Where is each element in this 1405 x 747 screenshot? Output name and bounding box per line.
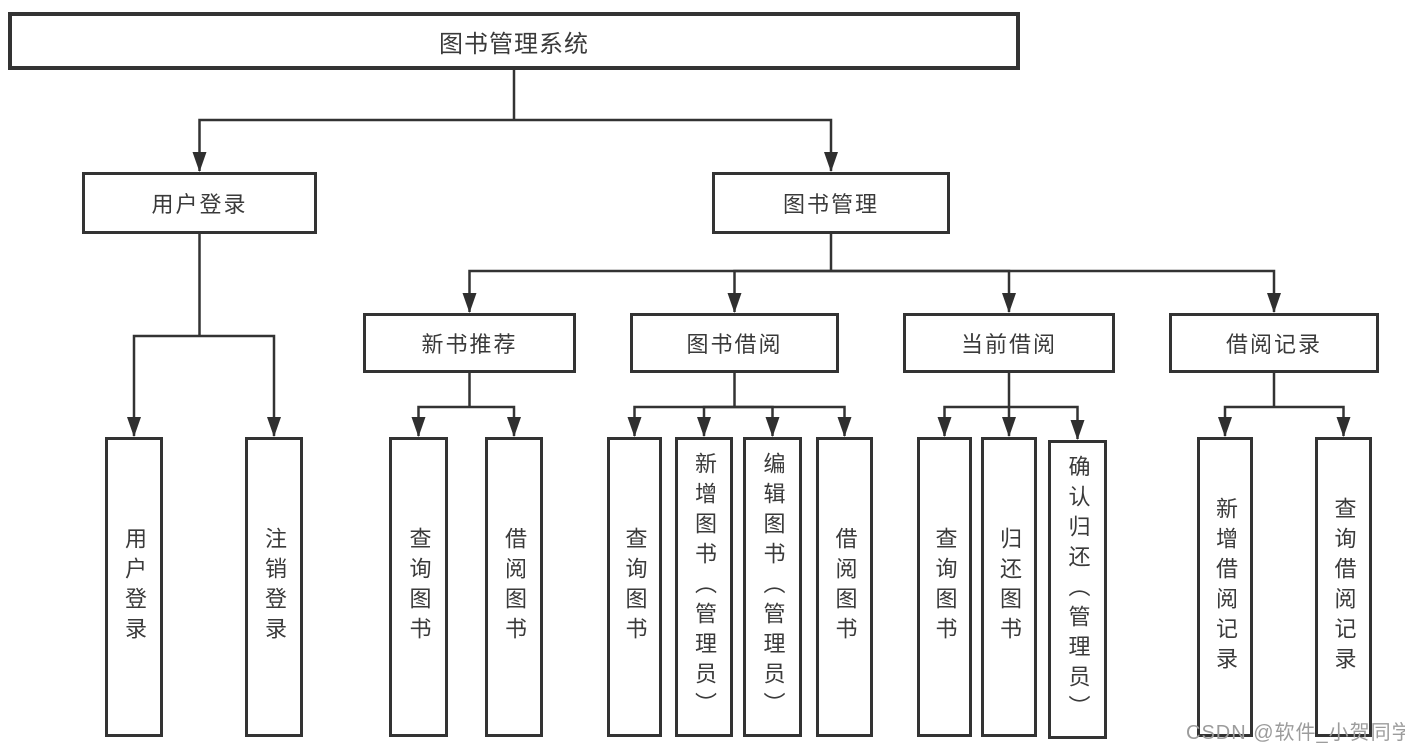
connector-to-bb-borrow xyxy=(734,405,852,437)
leaf-label: 查询图书 xyxy=(406,527,432,647)
connector-to-nb-borrow xyxy=(469,405,521,437)
leaf-currentborrow-return-books: 归还图书 xyxy=(981,437,1037,737)
connector-root-to-book-mgmt xyxy=(514,118,838,172)
leaf-label: 新增图书（管理员） xyxy=(692,452,717,722)
leaf-label: 用户登录 xyxy=(122,527,147,647)
leaf-user-login: 用户登录 xyxy=(105,437,163,737)
connector-to-bb-edit xyxy=(734,405,780,437)
leaf-newbook-borrow-books: 借阅图书 xyxy=(485,437,543,737)
leaf-label: 查询借阅记录 xyxy=(1331,497,1357,677)
leaf-label: 归还图书 xyxy=(997,527,1022,647)
leaf-bookborrow-add-books-admin: 新增图书（管理员） xyxy=(675,437,733,737)
leaf-records-query-borrow-record: 查询借阅记录 xyxy=(1315,437,1372,737)
connector-to-br-query xyxy=(1274,405,1351,437)
leaf-currentborrow-confirm-return-admin: 确认归还（管理员） xyxy=(1048,440,1107,739)
connector-root-to-user-login xyxy=(192,118,514,172)
node-current-borrow: 当前借阅 xyxy=(903,313,1115,373)
connector-to-new-book xyxy=(462,269,831,313)
node-label: 新书推荐 xyxy=(421,332,518,357)
leaf-bookborrow-query-books: 查询图书 xyxy=(607,437,662,737)
node-label: 图书借阅 xyxy=(686,332,783,357)
leaf-records-add-borrow-record: 新增借阅记录 xyxy=(1197,437,1253,737)
leaf-label: 借阅图书 xyxy=(832,527,858,647)
leaf-label: 确认归还（管理员） xyxy=(1065,454,1091,725)
node-root-library-system: 图书管理系统 xyxy=(8,12,1020,70)
node-label: 当前借阅 xyxy=(960,332,1057,357)
connector-to-records xyxy=(831,269,1281,313)
node-label: 图书管理系统 xyxy=(439,30,589,58)
leaf-newbook-query-books: 查询图书 xyxy=(389,437,448,737)
connector-to-cur-borrow xyxy=(831,269,1016,313)
connector-to-bb-query xyxy=(627,405,735,437)
leaf-currentborrow-query-books: 查询图书 xyxy=(917,437,972,737)
node-label: 借阅记录 xyxy=(1225,332,1322,357)
leaf-label: 查询图书 xyxy=(932,527,958,647)
leaf-label: 借阅图书 xyxy=(502,527,527,647)
connector-to-cb-confirm xyxy=(1009,405,1085,440)
leaf-label: 查询图书 xyxy=(622,527,648,647)
connector-to-leaf-login xyxy=(127,334,200,437)
leaf-label: 注销登录 xyxy=(262,527,287,647)
node-user-login: 用户登录 xyxy=(82,172,317,234)
node-book-management: 图书管理 xyxy=(712,172,950,234)
node-new-book-recommend: 新书推荐 xyxy=(363,313,576,373)
connector-to-nb-query xyxy=(411,405,470,437)
leaf-label: 编辑图书（管理员） xyxy=(760,452,786,722)
node-book-borrow: 图书借阅 xyxy=(630,313,839,373)
connector-to-bb-add xyxy=(697,405,735,437)
connector-to-br-add xyxy=(1218,405,1274,437)
node-borrow-records: 借阅记录 xyxy=(1169,313,1379,373)
connector-to-cb-query xyxy=(937,405,1009,437)
csdn-watermark: CSDN @软件_小贺同学 xyxy=(1186,722,1405,744)
node-label: 图书管理 xyxy=(782,192,879,217)
node-label: 用户登录 xyxy=(151,192,248,217)
connector-to-book-borrow xyxy=(727,269,831,313)
connector-to-leaf-logout xyxy=(199,334,281,437)
leaf-bookborrow-borrow-books: 借阅图书 xyxy=(816,437,873,737)
leaf-logout-login: 注销登录 xyxy=(245,437,303,737)
leaf-bookborrow-edit-books-admin: 编辑图书（管理员） xyxy=(743,437,802,737)
leaf-label: 新增借阅记录 xyxy=(1213,497,1238,677)
